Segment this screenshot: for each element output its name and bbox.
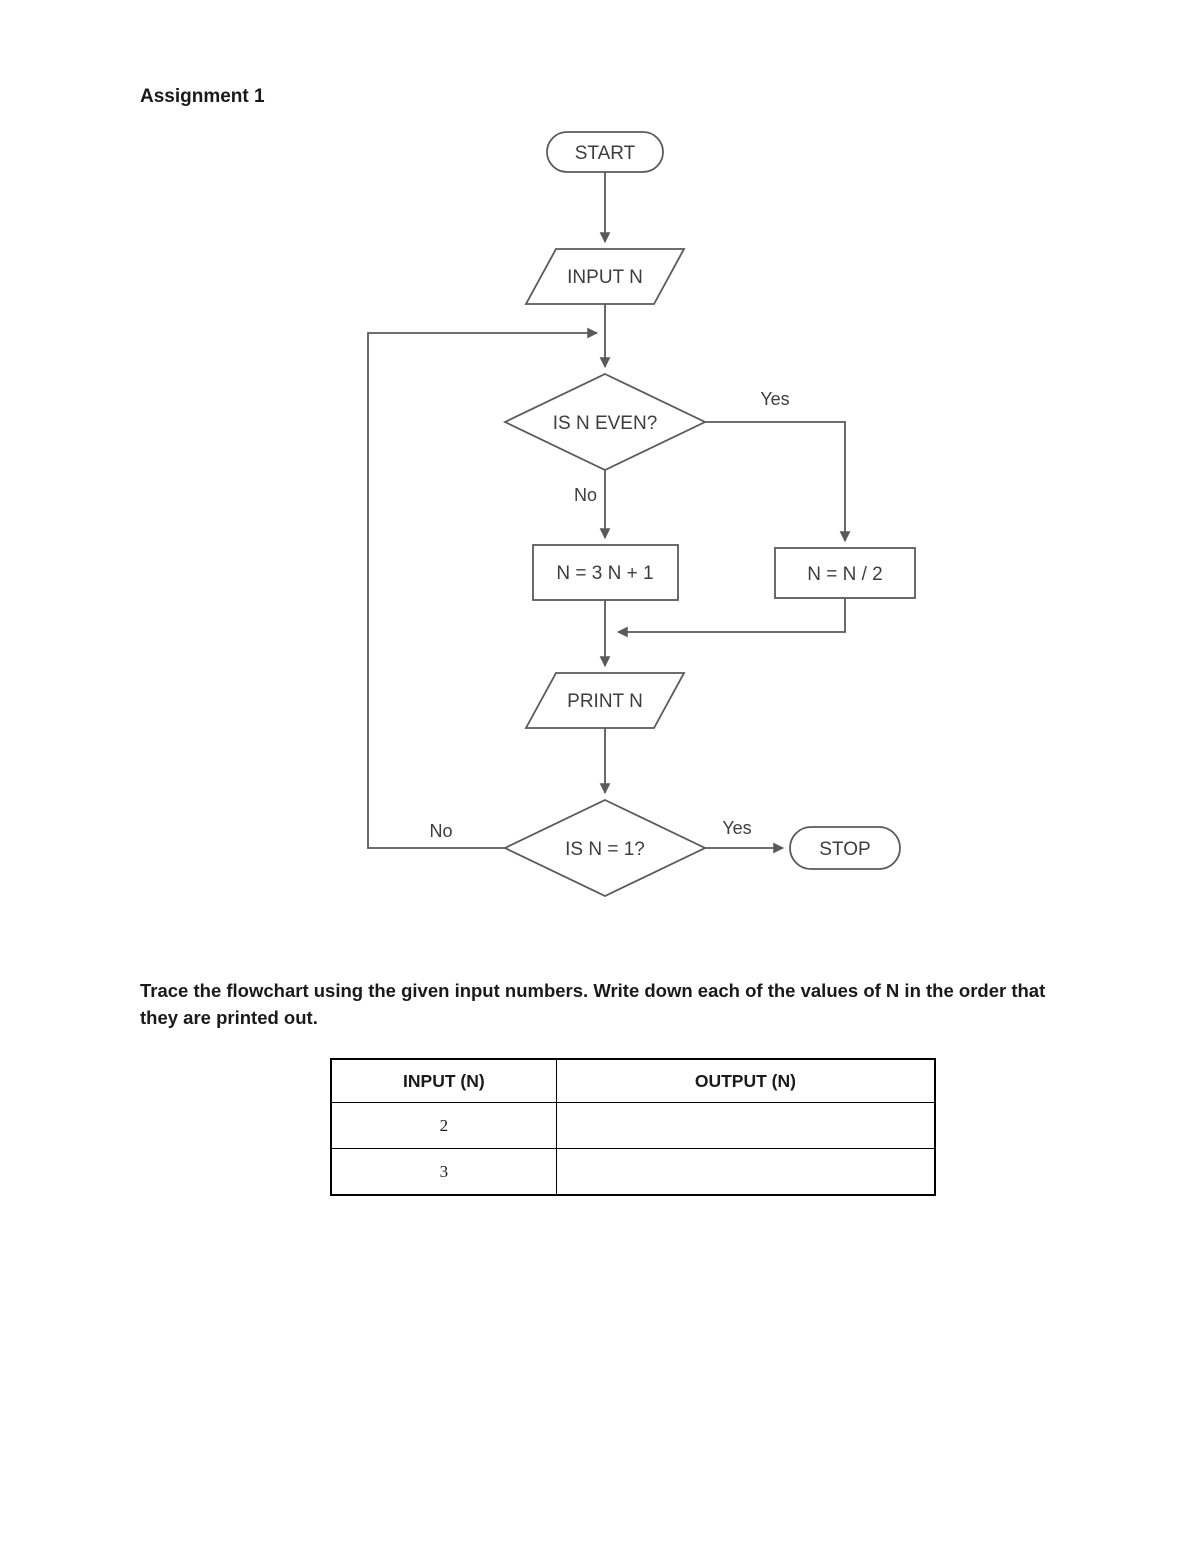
stop-node bbox=[789, 826, 901, 870]
edge-halve-to-merge bbox=[616, 598, 846, 638]
table-row: 2 bbox=[330, 1102, 936, 1149]
triple-process-label: N = 3 N + 1 bbox=[556, 563, 653, 584]
flowchart: START INPUT N IS N EVEN? Yes No N = 3 N … bbox=[367, 131, 916, 897]
output-value-cell[interactable] bbox=[555, 1102, 936, 1149]
start-label: START bbox=[575, 143, 636, 164]
print-label: PRINT N bbox=[567, 691, 643, 712]
edge-one-no-loop-back bbox=[367, 327, 599, 849]
even-no-label: No bbox=[574, 485, 597, 505]
one-decision-label: IS N = 1? bbox=[565, 839, 645, 860]
table-row: 3 bbox=[330, 1148, 936, 1196]
input-value-cell: 2 bbox=[330, 1102, 557, 1149]
one-yes-label: Yes bbox=[722, 818, 751, 838]
output-value-cell[interactable] bbox=[555, 1148, 936, 1196]
halve-process-node bbox=[774, 547, 916, 599]
trace-table: INPUT (N) OUTPUT (N) 2 3 bbox=[330, 1058, 936, 1196]
page-title: Assignment 1 bbox=[140, 86, 265, 107]
edge-even-yes-to-halve bbox=[705, 421, 851, 543]
table-header-row: INPUT (N) OUTPUT (N) bbox=[330, 1058, 936, 1103]
input-label: INPUT N bbox=[567, 267, 643, 288]
even-decision-node bbox=[502, 373, 708, 471]
even-decision-label: IS N EVEN? bbox=[553, 413, 658, 434]
one-decision-node bbox=[502, 799, 708, 897]
instructions: Trace the flowchart using the given inpu… bbox=[140, 980, 1046, 1028]
halve-process-label: N = N / 2 bbox=[807, 564, 883, 585]
input-node bbox=[524, 248, 686, 305]
output-column-header: OUTPUT (N) bbox=[555, 1058, 936, 1103]
input-value-cell: 3 bbox=[330, 1148, 557, 1196]
even-yes-label: Yes bbox=[760, 389, 789, 409]
input-column-header: INPUT (N) bbox=[330, 1058, 557, 1103]
print-node bbox=[524, 672, 686, 729]
one-no-label: No bbox=[429, 821, 452, 841]
start-node bbox=[546, 131, 664, 173]
triple-process-node bbox=[532, 544, 679, 601]
stop-label: STOP bbox=[819, 839, 870, 860]
